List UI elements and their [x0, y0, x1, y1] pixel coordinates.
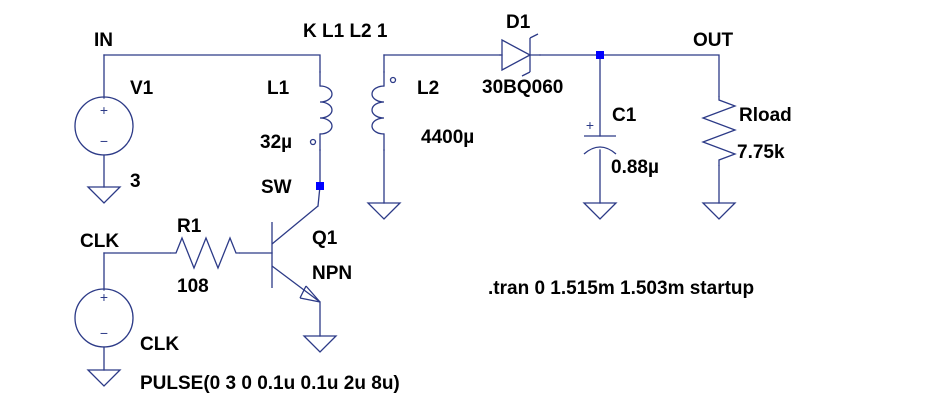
net-in-label: IN [94, 30, 113, 51]
resistor-r1[interactable] [170, 236, 240, 270]
wire-in [103, 54, 321, 73]
v1-plus: + [100, 102, 108, 118]
resistor-rload[interactable] [701, 96, 737, 166]
q1-emitter-arrow [299, 285, 321, 303]
r1-zigzag [170, 236, 240, 270]
net-clk-label: CLK [80, 231, 119, 252]
q1-name: Q1 [312, 228, 338, 249]
ground-l2 [366, 202, 402, 220]
r1-name: R1 [177, 216, 202, 237]
l1-phase-dot [309, 138, 317, 146]
clk-plus: + [100, 289, 108, 305]
ground-q1 [302, 335, 338, 353]
l1-name: L1 [267, 78, 290, 99]
l2-name: L2 [417, 78, 439, 99]
v1-name: V1 [130, 78, 154, 99]
v1-symbol [74, 96, 134, 156]
v1-value: 3 [130, 171, 141, 192]
voltage-source-v1[interactable]: + − [74, 96, 134, 156]
c1-value: 0.88µ [611, 157, 659, 178]
c1-name: C1 [612, 105, 637, 126]
clk-source-name: CLK [140, 334, 179, 355]
clk-minus: − [100, 325, 108, 341]
rload-value: 7.75k [737, 142, 785, 163]
tran-directive: .tran 0 1.515m 1.503m startup [488, 278, 754, 299]
l2-coil [371, 85, 385, 135]
l2-phase-dot [389, 76, 397, 84]
rload-zigzag [701, 96, 737, 166]
ground-clk [86, 369, 122, 387]
coupling-directive: K L1 L2 1 [303, 21, 388, 42]
net-sw-label: SW [261, 177, 292, 198]
inductor-l1[interactable] [309, 71, 333, 151]
ground-v1 [86, 186, 122, 204]
ground-c1 [582, 202, 618, 220]
l1-value: 32µ [260, 132, 292, 153]
d1-triangle [501, 38, 532, 72]
v1-minus: − [100, 133, 108, 149]
l2-value: 4400µ [421, 127, 474, 148]
c1-polarity: + [586, 117, 594, 133]
r1-value: 108 [177, 276, 209, 297]
wire-l1-sw [317, 149, 321, 207]
net-out-label: OUT [693, 30, 734, 51]
inductor-l2[interactable] [371, 71, 397, 151]
wire-out [539, 54, 720, 97]
capacitor-c1[interactable]: + [583, 117, 617, 155]
clk-symbol [74, 288, 134, 348]
d1-value: 30BQ060 [482, 77, 563, 98]
junction-sw [316, 182, 324, 190]
d1-name: D1 [506, 12, 531, 33]
c1-plate-bottom [583, 146, 617, 155]
wires [103, 54, 720, 371]
ground-rload [701, 202, 737, 220]
junction-out [596, 51, 604, 59]
junctions [316, 51, 604, 190]
q1-collector [271, 205, 319, 245]
rload-name: Rload [739, 105, 792, 126]
l1-coil [319, 85, 333, 135]
voltage-source-clk[interactable]: + − [74, 288, 134, 348]
q1-value: NPN [312, 263, 352, 284]
clk-source-value: PULSE(0 3 0 0.1u 0.1u 2u 8u) [140, 373, 400, 394]
grounds [86, 186, 737, 387]
transistor-q1[interactable] [271, 205, 321, 303]
diode-d1[interactable] [499, 33, 541, 77]
q1-emitter [271, 265, 321, 303]
labels: IN OUT SW CLK K L1 L2 1 .tran 0 1.515m 1… [80, 12, 792, 394]
